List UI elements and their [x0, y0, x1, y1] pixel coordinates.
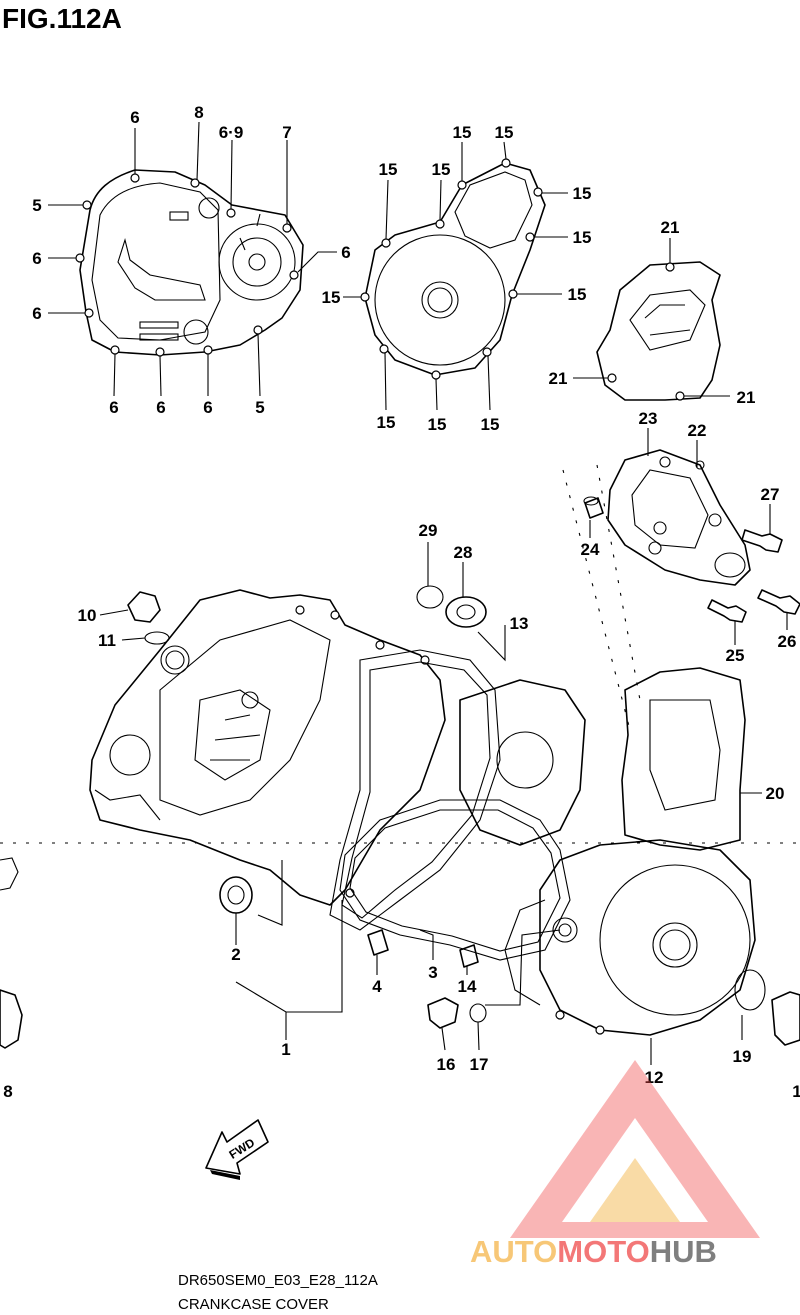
oring-17: [469, 1003, 487, 1023]
seal-2: [219, 876, 253, 914]
bolt-26: [757, 589, 800, 615]
callout-2: 2: [231, 945, 240, 964]
callout-15: 15: [322, 288, 341, 307]
callout-15: 15: [377, 413, 396, 432]
callout-6: 6: [156, 398, 165, 417]
cutoff-left: [0, 857, 19, 891]
callout-1-cut: 1: [792, 1082, 800, 1101]
model-code: DR650SEM0_E03_E28_112A: [178, 1272, 378, 1289]
callout-28: 28: [454, 543, 473, 562]
callout-16: 16: [437, 1055, 456, 1074]
callout-15: 15: [481, 415, 500, 434]
callout-15: 15: [573, 184, 592, 203]
callout-8: 8: [194, 103, 203, 122]
callout-6-9: 6·9: [219, 123, 244, 142]
callout-1: 1: [281, 1040, 290, 1059]
callout-14: 14: [458, 977, 477, 996]
callout-7: 7: [282, 123, 291, 142]
oring-11: [144, 631, 170, 645]
circlip-29: [416, 585, 444, 609]
dowel-4: [367, 929, 389, 956]
figure-title: FIG.112A: [2, 3, 122, 34]
assembly-guide-1: [562, 469, 631, 731]
callout-25: 25: [726, 646, 745, 665]
clutch-release-cylinder: [607, 449, 751, 586]
callout-13: 13: [510, 614, 529, 633]
callout-10: 10: [78, 606, 97, 625]
callout-8: 8: [3, 1082, 12, 1101]
callout-6: 6: [109, 398, 118, 417]
fwd-arrow: FWD: [205, 1119, 269, 1180]
clutch-cover: [75, 169, 304, 357]
callout-27: 27: [761, 485, 780, 504]
callout-6: 6: [203, 398, 212, 417]
logo-hub: HUB: [650, 1234, 717, 1269]
callout-5: 5: [255, 398, 264, 417]
logo-moto: MOTO: [557, 1234, 649, 1269]
callout-17: 17: [470, 1055, 489, 1074]
callout-6: 6: [32, 304, 41, 323]
gasket-3: [339, 799, 571, 961]
leader-lines: [48, 121, 788, 1065]
logo-auto: AUTO: [470, 1234, 557, 1269]
dowel-pin-24: [583, 496, 604, 519]
callout-21: 21: [549, 369, 568, 388]
callout-15: 15: [428, 415, 447, 434]
assembly-guide-2: [596, 464, 641, 701]
callout-15: 15: [432, 160, 451, 179]
callout-22: 22: [688, 421, 707, 440]
sprocket-cover: [596, 261, 721, 401]
bolt-27: [741, 529, 783, 553]
plug-18-left: [0, 989, 23, 1049]
callout-4: 4: [372, 977, 382, 996]
callout-labels: 6 8 6·9 7 5 6 6 6 6 6 6 5 15 15 15 15 15…: [3, 103, 800, 1101]
bolt-25: [707, 599, 747, 623]
plug-10: [127, 591, 161, 623]
callout-23: 23: [639, 409, 658, 428]
logo-text: AUTOMOTOHUB: [470, 1234, 717, 1269]
diagram-caption: CRANKCASE COVER: [178, 1296, 329, 1313]
generator-cover: [504, 839, 756, 1036]
callout-11: 11: [98, 631, 116, 650]
callout-15: 15: [568, 285, 587, 304]
callout-20: 20: [766, 784, 785, 803]
magneto-cover: [360, 158, 546, 380]
plug-16: [427, 997, 459, 1029]
inner-housing: [459, 679, 586, 846]
callout-21: 21: [661, 218, 680, 237]
callout-24: 24: [581, 540, 600, 559]
plug-18-right: [771, 991, 800, 1046]
crankcase: [89, 589, 446, 906]
callout-15: 15: [495, 123, 514, 142]
dowel-14: [459, 944, 479, 968]
callout-19: 19: [733, 1047, 752, 1066]
callout-15: 15: [453, 123, 472, 142]
oring-19: [734, 969, 766, 1011]
callout-21: 21: [737, 388, 756, 407]
callout-3: 3: [428, 963, 437, 982]
callout-12: 12: [645, 1068, 664, 1087]
callout-15: 15: [379, 160, 398, 179]
automotohub-logo: AUTOMOTOHUB: [470, 1060, 760, 1269]
gasket-13: [329, 649, 501, 931]
callout-29: 29: [419, 521, 438, 540]
callout-6: 6: [130, 108, 139, 127]
callout-5: 5: [32, 196, 41, 215]
callout-26: 26: [778, 632, 797, 651]
cover-20: [621, 667, 746, 851]
callout-6: 6: [341, 243, 350, 262]
bearing-28: [445, 596, 487, 628]
callout-6: 6: [32, 249, 41, 268]
callout-15: 15: [573, 228, 592, 247]
